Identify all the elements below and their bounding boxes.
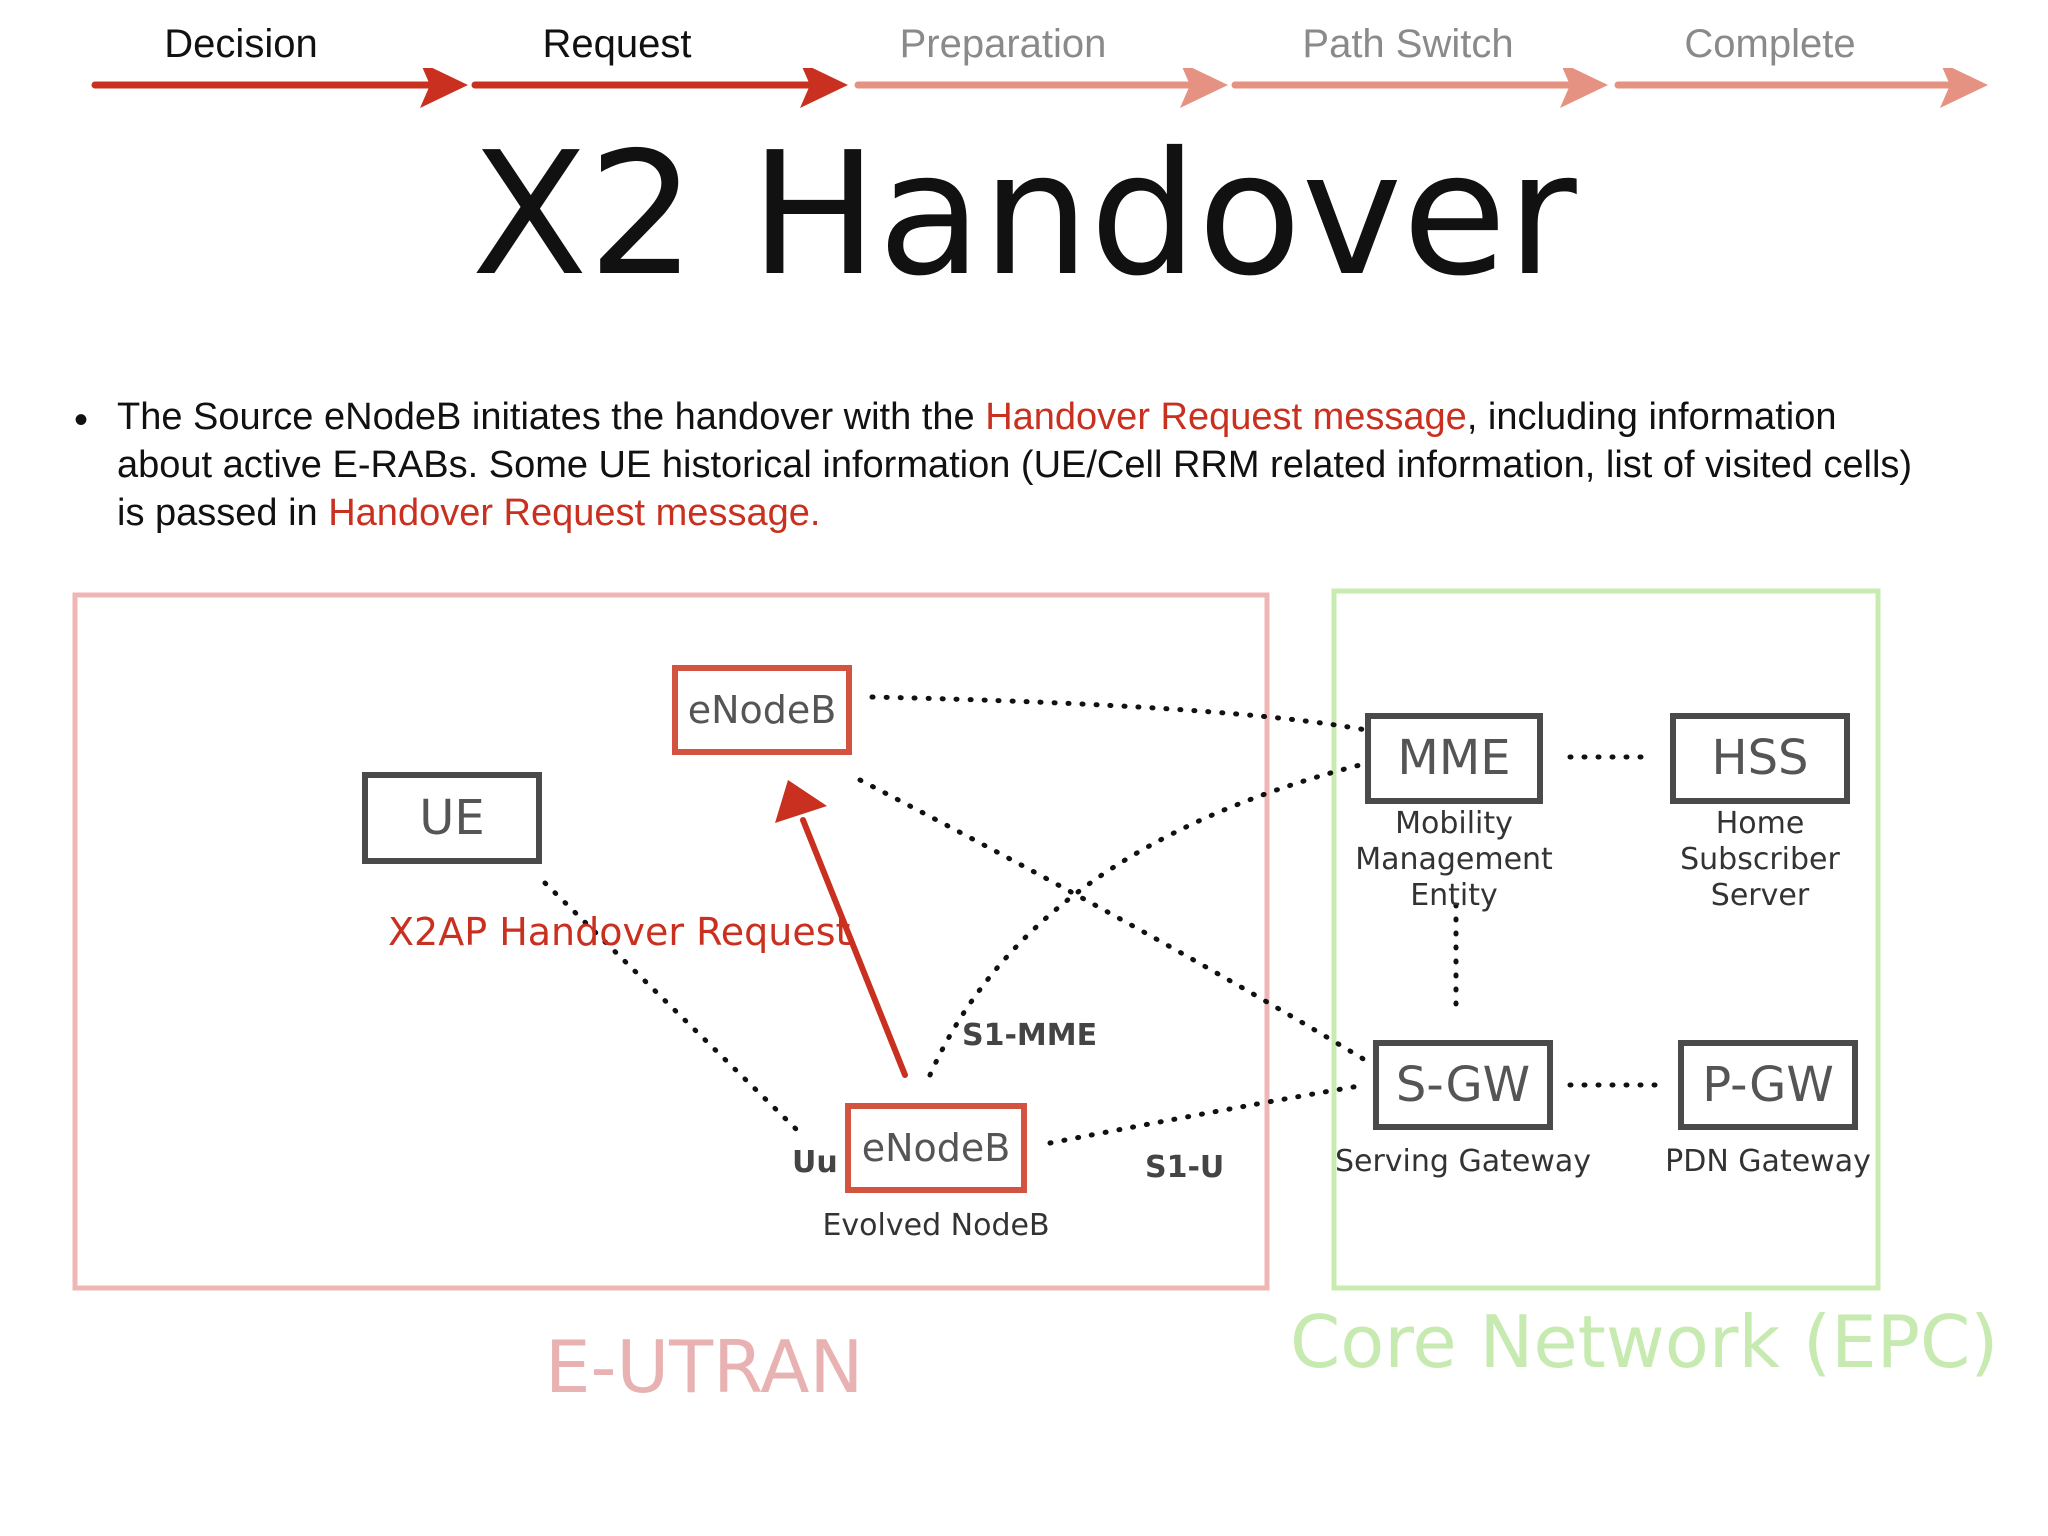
- step-complete-label: Complete: [1684, 22, 1856, 66]
- hss-node: HSS: [1670, 713, 1850, 804]
- step-complete-arrow: [1614, 68, 1988, 108]
- target-enodeb-label: eNodeB: [687, 688, 837, 732]
- bullet-text-part1: The Source eNodeB initiates the handover…: [117, 396, 986, 438]
- pgw-caption: PDN Gateway: [1665, 1144, 1871, 1179]
- mme-caption-line1: Mobility: [1395, 806, 1513, 841]
- hss-caption: Home Subscriber Server: [1660, 806, 1860, 914]
- sgw-caption: Serving Gateway: [1334, 1144, 1592, 1179]
- link-target-enb-mme: [869, 694, 1369, 733]
- s1-u-interface-label: S1-U: [1145, 1150, 1225, 1185]
- step-path-switch-label: Path Switch: [1302, 22, 1514, 66]
- target-enodeb-node: eNodeB: [672, 665, 852, 755]
- step-request-arrow: [471, 68, 848, 108]
- bullet-text: The Source eNodeB initiates the handover…: [117, 393, 1917, 537]
- x2ap-message-label: X2AP Handover Request: [388, 910, 851, 954]
- step-preparation-arrow: [854, 68, 1228, 108]
- step-arrows: [91, 68, 1988, 108]
- mme-caption-line3: Entity: [1410, 878, 1498, 913]
- page-title: X2 Handover: [471, 116, 1577, 314]
- bullet-marker: •: [74, 398, 89, 442]
- source-enodeb-node: eNodeB: [845, 1103, 1027, 1193]
- pgw-node: P-GW: [1678, 1040, 1858, 1130]
- pgw-label: P-GW: [1702, 1057, 1834, 1113]
- step-path-switch-arrow: [1231, 68, 1608, 108]
- bullet-highlight-1: Handover Request message: [985, 396, 1467, 438]
- source-enodeb-caption: Evolved NodeB: [822, 1208, 1050, 1243]
- hss-caption-line2: Subscriber: [1680, 842, 1840, 877]
- interface-links: [542, 694, 1663, 1146]
- link-source-enb-sgw: [1047, 1082, 1368, 1146]
- mme-caption: Mobility Management Entity: [1354, 806, 1554, 914]
- mme-label: MME: [1397, 730, 1511, 786]
- bullet-highlight-2: Handover Request message.: [328, 492, 821, 534]
- ue-node: UE: [362, 772, 542, 864]
- handover-request-arrow: [775, 780, 908, 1078]
- link-target-enb-sgw: [857, 777, 1373, 1066]
- ue-label: UE: [419, 790, 485, 846]
- step-decision-arrow: [91, 68, 468, 108]
- step-preparation-label: Preparation: [899, 22, 1107, 66]
- step-request-label: Request: [542, 22, 692, 66]
- epc-region: [1331, 588, 1881, 1291]
- sgw-node: S-GW: [1373, 1040, 1553, 1130]
- uu-interface-label: Uu: [792, 1145, 838, 1180]
- hss-label: HSS: [1711, 730, 1809, 786]
- eutran-label: E-UTRAN: [545, 1325, 864, 1409]
- hss-caption-line3: Server: [1710, 878, 1810, 913]
- mme-caption-line2: Management: [1355, 842, 1553, 877]
- step-decision-label: Decision: [164, 22, 318, 66]
- link-ue-source-enb: [542, 880, 800, 1133]
- epc-label: Core Network (EPC): [1290, 1300, 1999, 1384]
- s1-mme-interface-label: S1-MME: [962, 1018, 1098, 1053]
- mme-node: MME: [1365, 713, 1543, 804]
- sgw-label: S-GW: [1395, 1057, 1531, 1113]
- bullet-text-part2: , including information about active E-R…: [117, 396, 1913, 534]
- hss-caption-line1: Home: [1715, 806, 1805, 841]
- link-source-enb-mme: [927, 762, 1363, 1078]
- eutran-region: [72, 592, 1270, 1291]
- source-enodeb-label: eNodeB: [861, 1126, 1011, 1170]
